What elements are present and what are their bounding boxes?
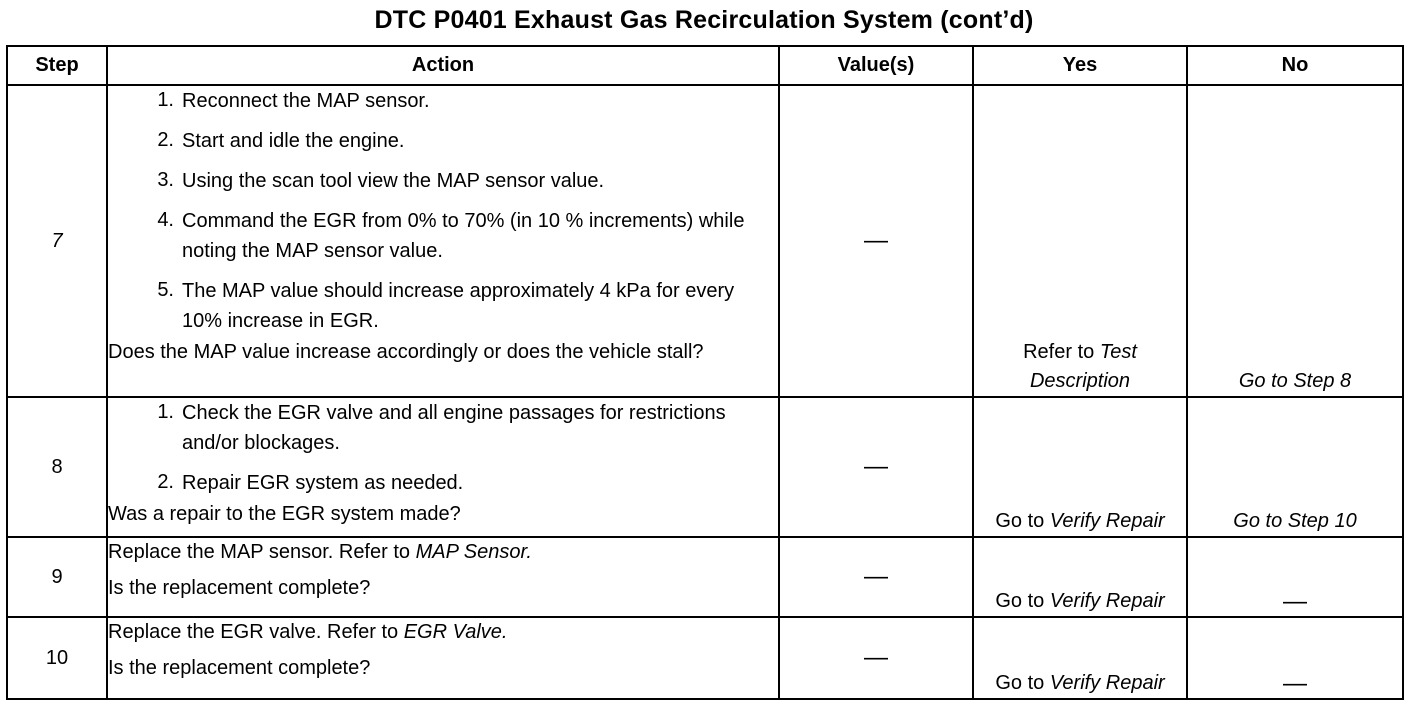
yes-cell: Go to Verify Repair bbox=[972, 536, 1188, 618]
list-item: 1.Reconnect the MAP sensor. bbox=[157, 89, 430, 112]
action-question: Is the replacement complete? bbox=[108, 577, 371, 599]
action-line: Replace the MAP sensor. Refer to MAP Sen… bbox=[108, 541, 532, 563]
step-number: 10 bbox=[6, 616, 108, 700]
yes-prefix: Go to bbox=[995, 590, 1045, 612]
page-title: DTC P0401 Exhaust Gas Recirculation Syst… bbox=[374, 6, 1034, 34]
value-cell: — bbox=[778, 616, 974, 700]
action-question: Is the replacement complete? bbox=[108, 657, 371, 679]
table-row: 8 1.Check the EGR valve and all engine p… bbox=[6, 396, 1404, 538]
action-steps-list: 1.Check the EGR valve and all engine pas… bbox=[108, 398, 778, 498]
no-cell: Go to Step 8 bbox=[1186, 84, 1404, 398]
list-item: 2.Repair EGR system as needed. bbox=[157, 471, 464, 494]
yes-cell: Go to Verify Repair bbox=[972, 396, 1188, 538]
yes-prefix: Go to bbox=[995, 510, 1045, 532]
reference-link-text: MAP Sensor. bbox=[415, 541, 532, 563]
reference-link-text: EGR Valve. bbox=[403, 621, 508, 643]
value-cell: — bbox=[778, 536, 974, 618]
yes-reference: Test Description bbox=[1029, 341, 1137, 392]
list-item: 3.Using the scan tool view the MAP senso… bbox=[157, 169, 605, 192]
yes-prefix: Refer to bbox=[1023, 341, 1095, 363]
action-cell: Replace the MAP sensor. Refer to MAP Sen… bbox=[106, 536, 780, 618]
list-item: 5.The MAP value should increase approxim… bbox=[157, 279, 735, 332]
yes-reference: Verify Repair bbox=[1049, 590, 1165, 612]
header-row: Step Action Value(s) Yes No bbox=[6, 45, 1404, 86]
column-header-values: Value(s) bbox=[778, 45, 974, 86]
yes-reference: Verify Repair bbox=[1049, 510, 1165, 532]
yes-prefix: Go to bbox=[995, 672, 1045, 694]
column-header-action: Action bbox=[106, 45, 780, 86]
step-number: 8 bbox=[6, 396, 108, 538]
table-row: 9 Replace the MAP sensor. Refer to MAP S… bbox=[6, 536, 1404, 618]
step-number: 7 bbox=[6, 84, 108, 398]
no-cell: — bbox=[1186, 536, 1404, 618]
no-cell: Go to Step 10 bbox=[1186, 396, 1404, 538]
value-cell: — bbox=[778, 396, 974, 538]
table-row: 10 Replace the EGR valve. Refer to EGR V… bbox=[6, 616, 1404, 700]
list-item: 4.Command the EGR from 0% to 70% (in 10 … bbox=[157, 209, 745, 262]
action-cell: 1.Check the EGR valve and all engine pas… bbox=[106, 396, 780, 538]
column-header-step: Step bbox=[6, 45, 108, 86]
no-cell: — bbox=[1186, 616, 1404, 700]
column-header-yes: Yes bbox=[972, 45, 1188, 86]
yes-reference: Verify Repair bbox=[1049, 672, 1165, 694]
action-steps-list: 1.Reconnect the MAP sensor. 2.Start and … bbox=[108, 86, 778, 336]
action-question: Was a repair to the EGR system made? bbox=[108, 503, 461, 525]
action-cell: Replace the EGR valve. Refer to EGR Valv… bbox=[106, 616, 780, 700]
action-question: Does the MAP value increase accordingly … bbox=[108, 341, 704, 363]
list-item: 2.Start and idle the engine. bbox=[157, 129, 405, 152]
yes-cell: Go to Verify Repair bbox=[972, 616, 1188, 700]
list-item: 1.Check the EGR valve and all engine pas… bbox=[157, 401, 726, 454]
value-cell: — bbox=[778, 84, 974, 398]
step-number: 9 bbox=[6, 536, 108, 618]
yes-cell: Refer to Test Description bbox=[972, 84, 1188, 398]
table-row: 7 1.Reconnect the MAP sensor. 2.Start an… bbox=[6, 84, 1404, 398]
column-header-no: No bbox=[1186, 45, 1404, 86]
action-line: Replace the EGR valve. Refer to EGR Valv… bbox=[108, 621, 508, 643]
action-cell: 1.Reconnect the MAP sensor. 2.Start and … bbox=[106, 84, 780, 398]
diagnostic-table: Step Action Value(s) Yes No 7 1.Reconnec… bbox=[6, 45, 1404, 700]
